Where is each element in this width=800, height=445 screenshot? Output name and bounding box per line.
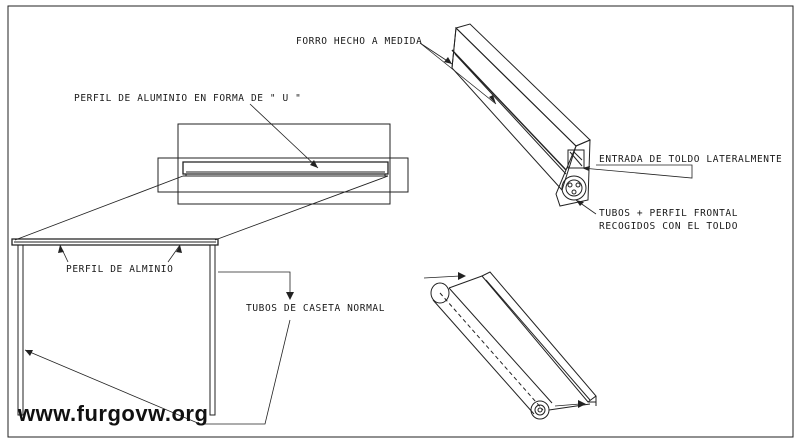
roller-top-end	[431, 283, 449, 303]
outer-frame	[158, 158, 408, 192]
label-forro: FORRO HECHO A MEDIDA	[296, 36, 423, 47]
roller-assembly	[431, 272, 596, 419]
arrow-roller-bottom	[578, 400, 586, 408]
left-pole	[18, 245, 23, 415]
watermark-logo: www.furgovw.org	[18, 401, 209, 426]
roll-tube-end	[562, 176, 586, 200]
right-pole	[210, 245, 215, 415]
arrow-tubos-perfil	[576, 200, 584, 206]
label-perfil-alminio: PERFIL DE ALMINIO	[66, 264, 174, 275]
arrow-alminio-right	[176, 245, 182, 253]
roller-bottom-end	[531, 401, 549, 419]
front-profile	[482, 272, 596, 402]
awning-casing	[452, 24, 590, 206]
arrow-heads	[25, 57, 590, 408]
arrow-caseta-pole	[25, 350, 33, 356]
u-profile-bar	[183, 162, 388, 174]
arrow-forro	[444, 57, 452, 64]
projection-lines	[15, 176, 388, 240]
arrow-perfil-u	[310, 160, 318, 168]
arrow-alminio-left	[58, 245, 64, 253]
u-profile-assembly	[158, 124, 408, 204]
label-entrada: ENTRADA DE TOLDO LATERALMENTE	[599, 154, 783, 165]
casing-end-cap	[556, 140, 590, 206]
arrow-caseta	[286, 292, 294, 300]
page-border	[8, 6, 793, 437]
arrow-forro-2	[489, 95, 496, 104]
side-slot	[568, 150, 584, 168]
backing-panel	[178, 124, 390, 204]
arrow-roller-top	[458, 272, 466, 280]
label-perfil-u: PERFIL DE ALUMINIO EN FORMA DE " U "	[74, 93, 302, 104]
aluminium-front-bar	[12, 239, 218, 245]
label-tubos-perfil-2: RECOGIDOS CON EL TOLDO	[599, 221, 739, 232]
awning-frame	[12, 239, 218, 415]
label-tubos-perfil-1: TUBOS + PERFIL FRONTAL	[599, 208, 739, 219]
arrow-entrada	[582, 166, 590, 171]
label-tubos-caseta: TUBOS DE CASETA NORMAL	[246, 303, 386, 314]
